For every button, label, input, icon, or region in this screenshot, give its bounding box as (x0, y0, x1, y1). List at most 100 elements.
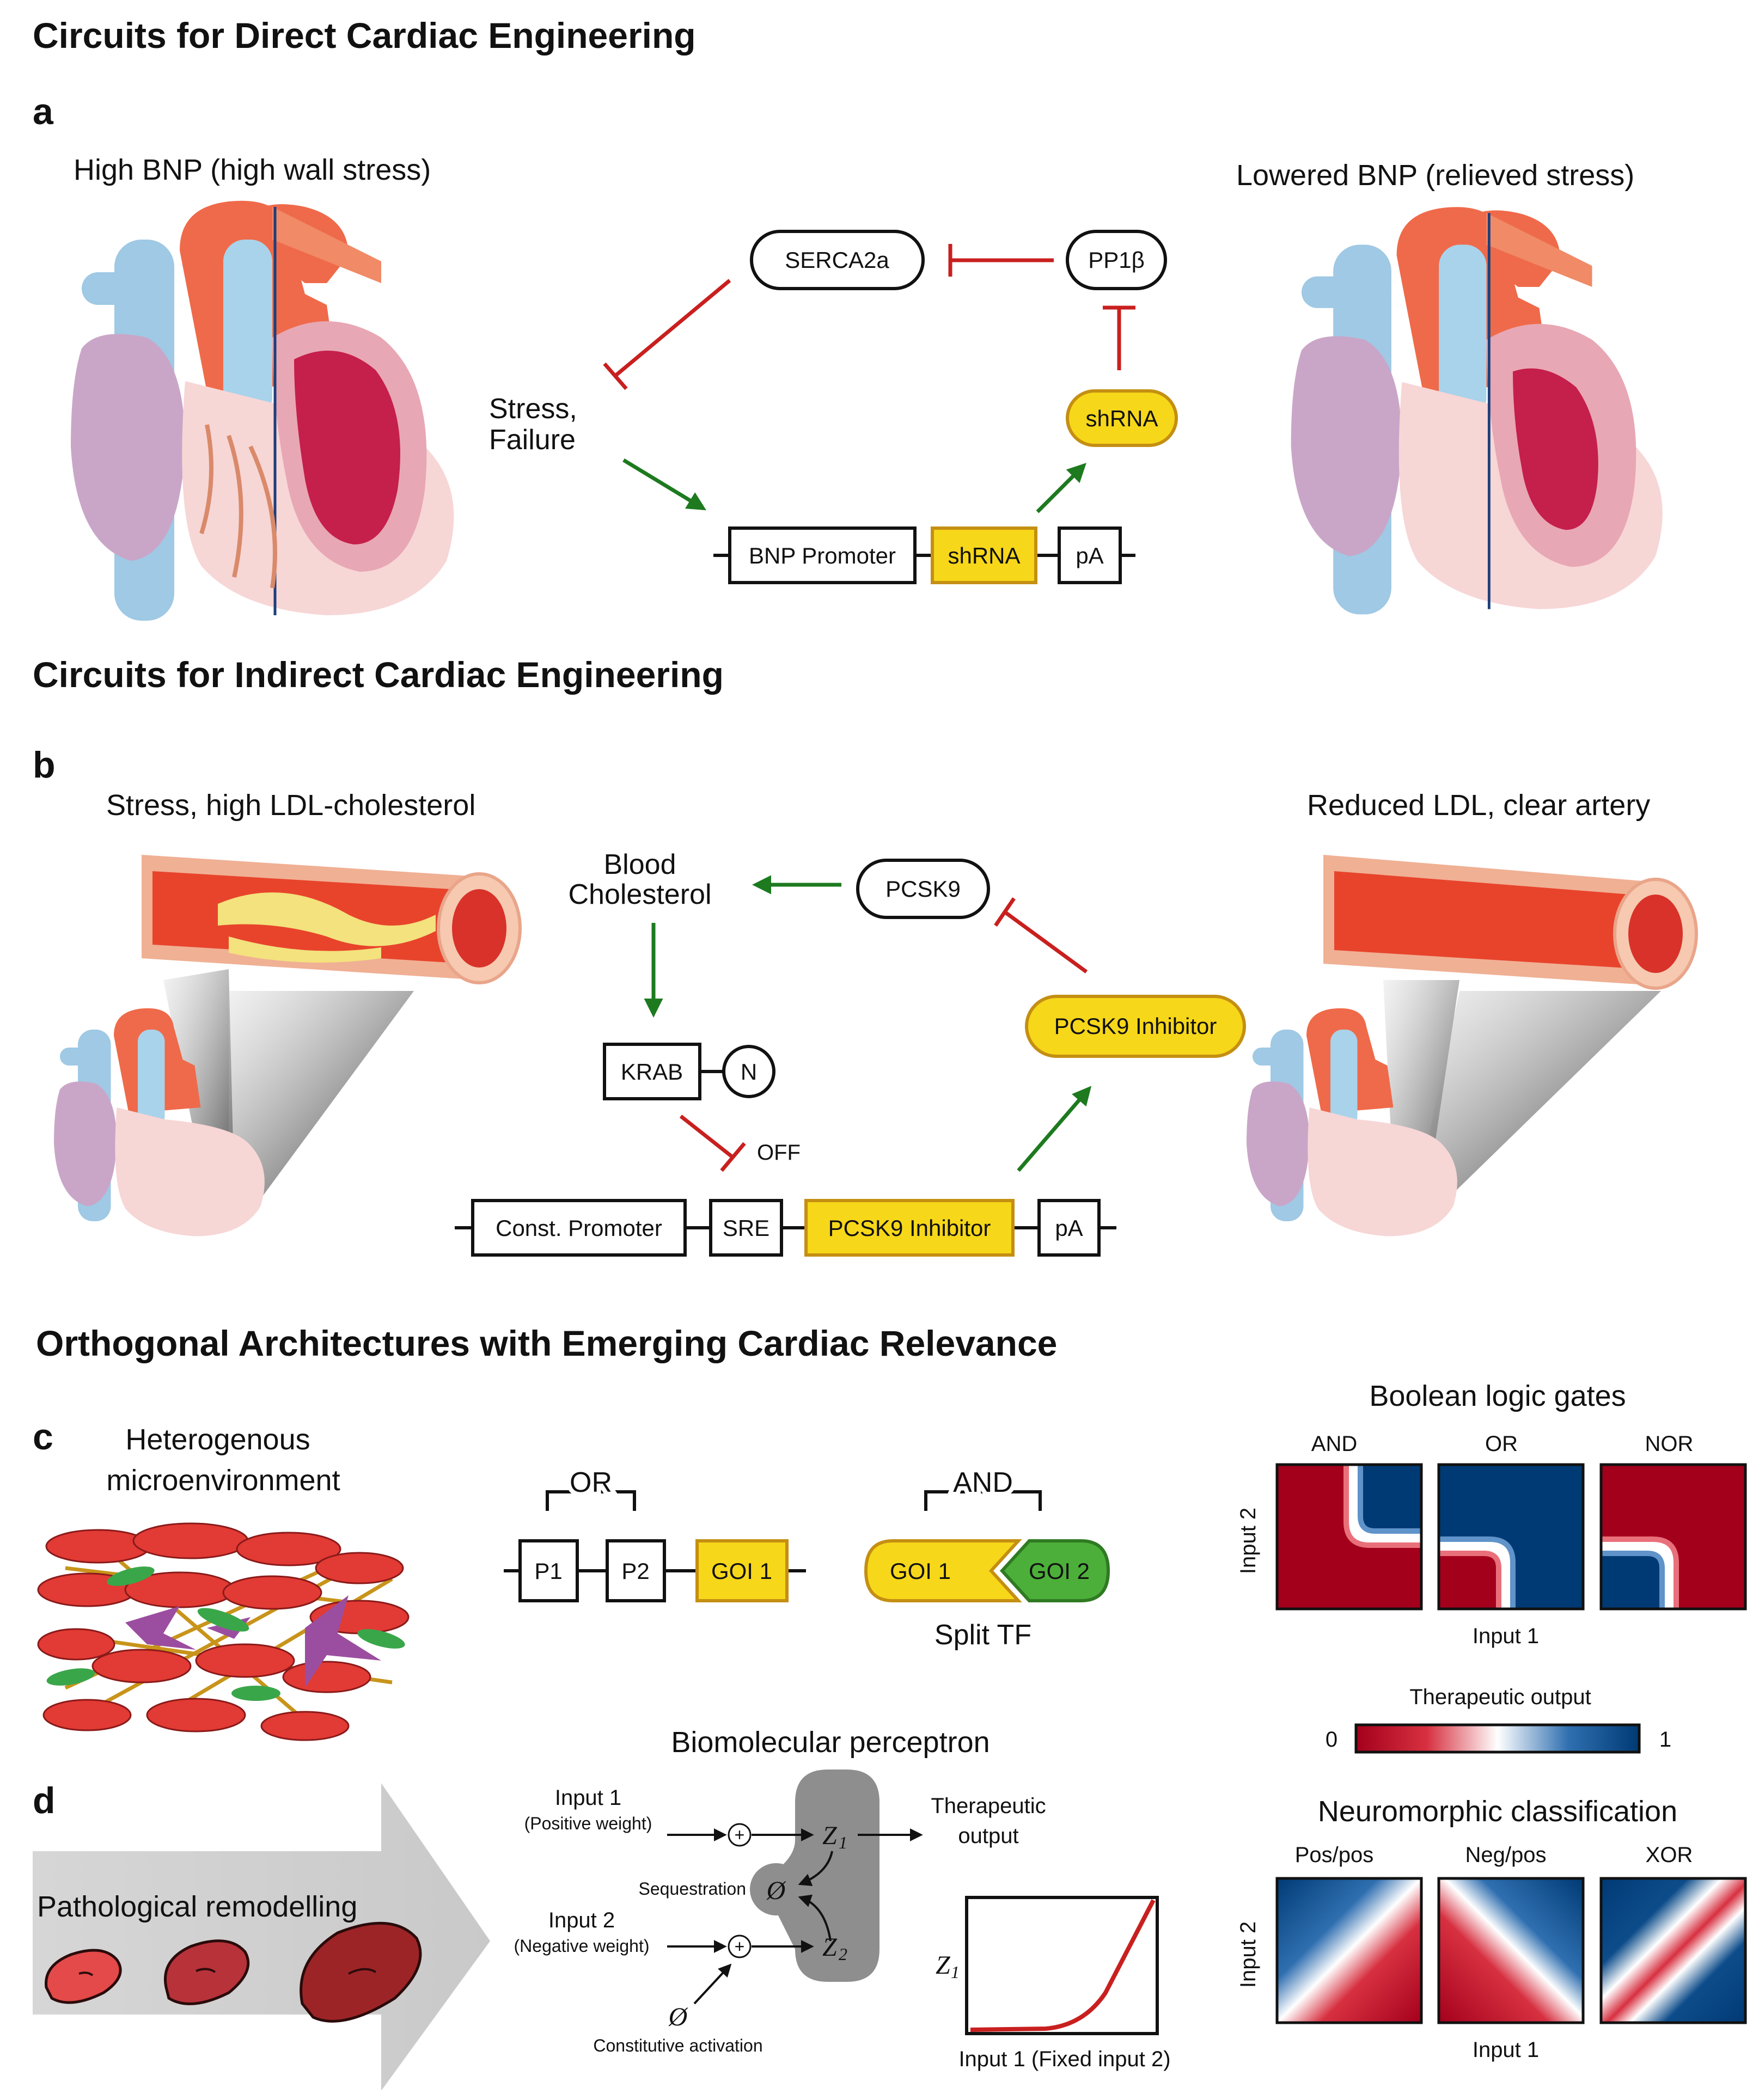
inhibition-bar (720, 1142, 746, 1172)
caption-high-ldl: Stress, high LDL-cholesterol (106, 789, 475, 822)
colorbar-title: Therapeutic output (1409, 1685, 1591, 1709)
artery-plaque-illustration (142, 855, 522, 1198)
heading-indirect: Circuits for Indirect Cardiac Engineerin… (33, 654, 724, 695)
stress-label: Stress, (489, 393, 577, 425)
remodelling-arrow (33, 1783, 490, 2091)
cholesterol-label: Cholesterol (568, 879, 711, 910)
plot-ylabel-subscript: 1 (951, 1962, 960, 1982)
class-xor-label: XOR (1646, 1843, 1693, 1867)
gate-and-label: AND (1311, 1432, 1357, 1456)
pcsk9-node (856, 859, 990, 919)
neuro-input1-label: Input 1 (1473, 2038, 1539, 2062)
perceptron-input1: Input 1 (555, 1786, 621, 1810)
shrna-output-node (1066, 389, 1178, 447)
micro-label-1: Heterogenous (125, 1423, 310, 1456)
perceptron-body (765, 1770, 880, 1982)
response-curve (970, 1899, 1156, 2032)
krab-box (603, 1043, 701, 1100)
heading-orthogonal: Orthogonal Architectures with Emerging C… (36, 1323, 1057, 1363)
const-promoter-label: Const. Promoter (496, 1215, 662, 1241)
class-pospos-label: Pos/pos (1295, 1843, 1374, 1867)
n-label: N (741, 1059, 757, 1085)
heatmap-nor (1599, 1463, 1747, 1611)
p2-box (606, 1539, 666, 1602)
plot-ylabel: Z (936, 1951, 951, 1980)
goi1-box (695, 1539, 789, 1602)
z1-label: Z (822, 1821, 838, 1850)
split-goi1-label: GOI 1 (890, 1558, 951, 1584)
shrna-gene-box (931, 526, 1037, 584)
heatmap-negpos (1437, 1877, 1585, 2024)
sequestration-node (750, 1863, 802, 1915)
neuro-input2-label: Input 2 (1236, 1921, 1260, 1988)
and-label: AND (953, 1467, 1013, 1498)
perceptron-title: Biomolecular perceptron (671, 1726, 990, 1759)
perceptron-input2: Input 2 (548, 1908, 615, 1932)
failure-label: Failure (489, 424, 576, 456)
heart-illustration-right (1291, 207, 1663, 615)
shrna-gene-label: shRNA (948, 543, 1020, 568)
sum-node-2 (728, 1934, 752, 1958)
sum-plus-1: + (735, 1825, 745, 1845)
split-tf-label: Split TF (935, 1619, 1031, 1651)
z2-label: Z (822, 1933, 838, 1962)
therapeutic-output-label-2: output (958, 1824, 1018, 1848)
perceptron-input1-weight: (Positive weight) (524, 1814, 652, 1833)
blood-label: Blood (604, 849, 676, 880)
inhibition-serca-stress (614, 279, 731, 377)
sum-node-1 (728, 1823, 752, 1847)
p2-label: P2 (621, 1558, 649, 1584)
panel-label-b: b (33, 744, 56, 786)
inhibition-inhibitor-pcsk9 (1003, 910, 1088, 974)
heatmap-pospos (1275, 1877, 1423, 2024)
colorbar-max: 1 (1659, 1728, 1671, 1752)
gate-nor-label: NOR (1645, 1432, 1694, 1456)
pcsk9-label: PCSK9 (885, 876, 961, 902)
and-bracket (924, 1490, 1042, 1511)
heading-direct: Circuits for Direct Cardiac Engineering (33, 15, 696, 56)
z2-sequestration-arrow (798, 1894, 832, 1942)
colorbar (1354, 1723, 1641, 1754)
sum-plus-2: + (735, 1937, 745, 1956)
panel-label-d: d (33, 1780, 56, 1821)
caption-reduced-ldl: Reduced LDL, clear artery (1307, 789, 1650, 822)
z2-subscript: 2 (839, 1944, 847, 1964)
neuro-title: Neuromorphic classification (1318, 1795, 1677, 1828)
p1-box (518, 1539, 579, 1602)
boolean-input1-label: Input 1 (1473, 1624, 1539, 1648)
inhibition-bar (994, 897, 1016, 927)
heatmap-and (1275, 1463, 1423, 1611)
boolean-title: Boolean logic gates (1369, 1380, 1626, 1412)
sequestration-null: Ø (766, 1876, 787, 1905)
heatmap-or (1437, 1463, 1585, 1611)
inhibition-bar (603, 362, 628, 390)
heatmap-xor (1599, 1877, 1747, 2024)
cardiomyocyte-progression (45, 1921, 422, 2023)
split-goi2-label: GOI 2 (1029, 1558, 1090, 1584)
panel-label-a: a (33, 91, 54, 132)
z1-sequestration-arrow (798, 1851, 833, 1887)
off-label: OFF (757, 1141, 801, 1165)
pcsk9-inhibitor-gene-label: PCSK9 Inhibitor (828, 1215, 991, 1241)
serca2a-label: SERCA2a (785, 247, 889, 273)
or-label: OR (570, 1467, 612, 1498)
sre-box (709, 1199, 783, 1257)
pcsk9-inhibitor-node (1025, 995, 1246, 1058)
bnp-promoter-label: BNP Promoter (749, 543, 896, 568)
caption-high-bnp: High BNP (high wall stress) (74, 154, 431, 186)
response-plot-frame (965, 1896, 1159, 2035)
microenvironment-illustration (37, 1522, 410, 1741)
krab-label: KRAB (621, 1059, 683, 1085)
p1-label: P1 (534, 1558, 562, 1584)
z1-subscript: 1 (839, 1833, 847, 1852)
pa-box-a (1058, 526, 1122, 584)
boolean-input2-label: Input 2 (1236, 1508, 1260, 1574)
pa-box-b (1037, 1199, 1101, 1257)
pa-label-a: pA (1076, 543, 1103, 568)
or-bracket (546, 1490, 636, 1511)
split-tf-goi1 (864, 1539, 1022, 1602)
heart-illustration-left (71, 200, 454, 621)
pcsk9-inhibitor-gene-box (804, 1199, 1015, 1257)
micro-label-2: microenvironment (106, 1464, 340, 1497)
